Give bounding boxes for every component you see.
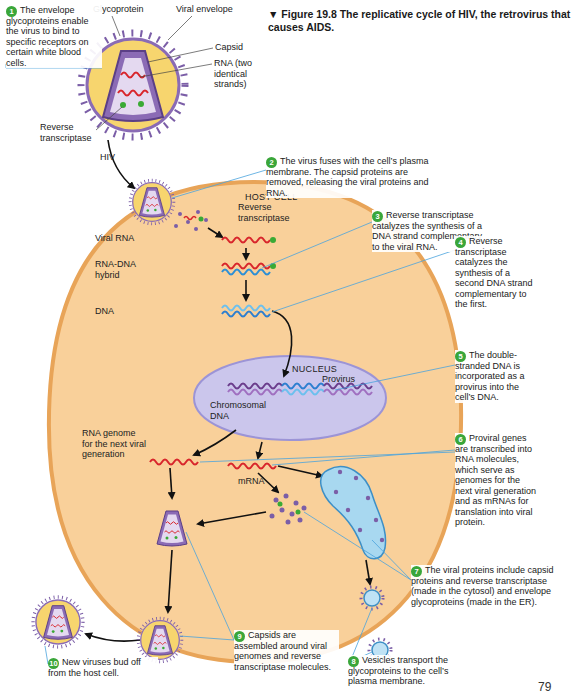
part-leaders: [148, 48, 213, 62]
part-label: Capsid: [215, 42, 265, 53]
part-label: Viral envelope: [176, 4, 246, 15]
figure-title: ▼ Figure 19.8 The replicative cycle of H…: [268, 8, 573, 34]
part-label: RNA genome for the next viral generation: [82, 428, 148, 460]
part-leaders: [168, 16, 192, 40]
cycle-arrows: [245, 248, 247, 259]
callout-number: 1: [6, 6, 17, 17]
cycle-arrows: [86, 634, 140, 641]
part-label: Reverse transcriptase: [40, 122, 98, 143]
viral-proteins: [270, 514, 275, 519]
part-label: RNA (two identical strands): [214, 58, 262, 90]
part-label: HIV: [100, 152, 130, 163]
endoplasmic-reticulum: [354, 476, 358, 480]
endoplasmic-reticulum: [380, 538, 384, 542]
step-description: New viruses bud off from the host cell.: [48, 657, 158, 678]
part-leaders: [96, 107, 122, 130]
part-label: Glycoprotein: [93, 4, 163, 15]
viral-proteins: [274, 498, 279, 503]
endoplasmic-reticulum: [374, 518, 378, 522]
endoplasmic-reticulum: [338, 470, 342, 474]
reverse-transcriptase-dots: [270, 237, 276, 243]
viral-proteins: [296, 510, 301, 515]
released-contents: [174, 224, 178, 228]
nucleus-membrane: [194, 356, 386, 440]
cycle-arrows: [245, 280, 247, 300]
part-label: DNA: [95, 306, 135, 317]
callout-number: 8: [348, 656, 359, 667]
callout-number: 7: [411, 566, 422, 577]
callout-number: 2: [266, 157, 277, 168]
step-description: Proviral genes are transcribed into RNA …: [455, 433, 537, 528]
step-description: The viral proteins include capsid protei…: [411, 565, 556, 607]
part-leaders: [140, 64, 212, 77]
host-cell-membrane: [49, 182, 461, 662]
released-contents: [186, 220, 190, 224]
step-description: The double-stranded DNA is incorporated …: [455, 350, 537, 403]
viral-proteins: [290, 512, 295, 517]
callout-number: 4: [455, 237, 466, 248]
part-label: Reverse transcriptase: [238, 202, 300, 223]
viral-proteins: [284, 494, 289, 499]
part-leaders: [96, 16, 213, 130]
assembly-stages: [33, 597, 83, 647]
vesicles: [364, 590, 380, 606]
part-leaders: [112, 16, 120, 36]
released-contents: [199, 217, 204, 222]
viral-proteins: [280, 508, 285, 513]
nucleus: NUCLEUS: [192, 354, 388, 442]
viral-proteins: [298, 518, 303, 523]
released-contents: [204, 218, 208, 222]
endoplasmic-reticulum: [366, 496, 370, 500]
viral-proteins: [294, 501, 299, 506]
viral-proteins: [302, 506, 307, 511]
endoplasmic-reticulum: [358, 528, 362, 532]
callout-number: 10: [48, 658, 59, 669]
callout-number: 5: [455, 351, 466, 362]
callout-number: 9: [234, 631, 245, 642]
callout-number: 6: [455, 434, 466, 445]
step-description: The envelope glycoproteins enable the vi…: [6, 5, 102, 68]
viral-proteins: [278, 502, 283, 507]
callout-number: 3: [372, 211, 383, 222]
region-label: NUCLEUS: [292, 364, 337, 374]
page-number: 79: [538, 680, 551, 694]
step-description: Vesicles transport the glycoproteins to …: [348, 655, 460, 687]
part-label: Viral RNA: [95, 233, 155, 244]
part-label: RNA-DNA hybrid: [95, 259, 145, 280]
cycle-arrows: [108, 140, 134, 188]
nucleus-outline: [192, 354, 388, 442]
released-contents: [194, 227, 198, 231]
viral-proteins: [286, 520, 291, 525]
step-description: Capsids are assembled around viral genom…: [234, 630, 339, 672]
released-contents: [196, 210, 200, 214]
part-label: Provirus: [322, 374, 372, 385]
part-label: Chromosomal DNA: [210, 400, 270, 421]
released-contents: [178, 212, 182, 216]
endoplasmic-reticulum: [346, 508, 350, 512]
endoplasmic-reticulum: [334, 490, 338, 494]
step-description: Reverse transcriptase catalyzes the synt…: [455, 236, 537, 310]
step-description: The virus fuses with the cell’s plasma m…: [266, 156, 436, 198]
part-label: mRNA: [238, 476, 278, 487]
